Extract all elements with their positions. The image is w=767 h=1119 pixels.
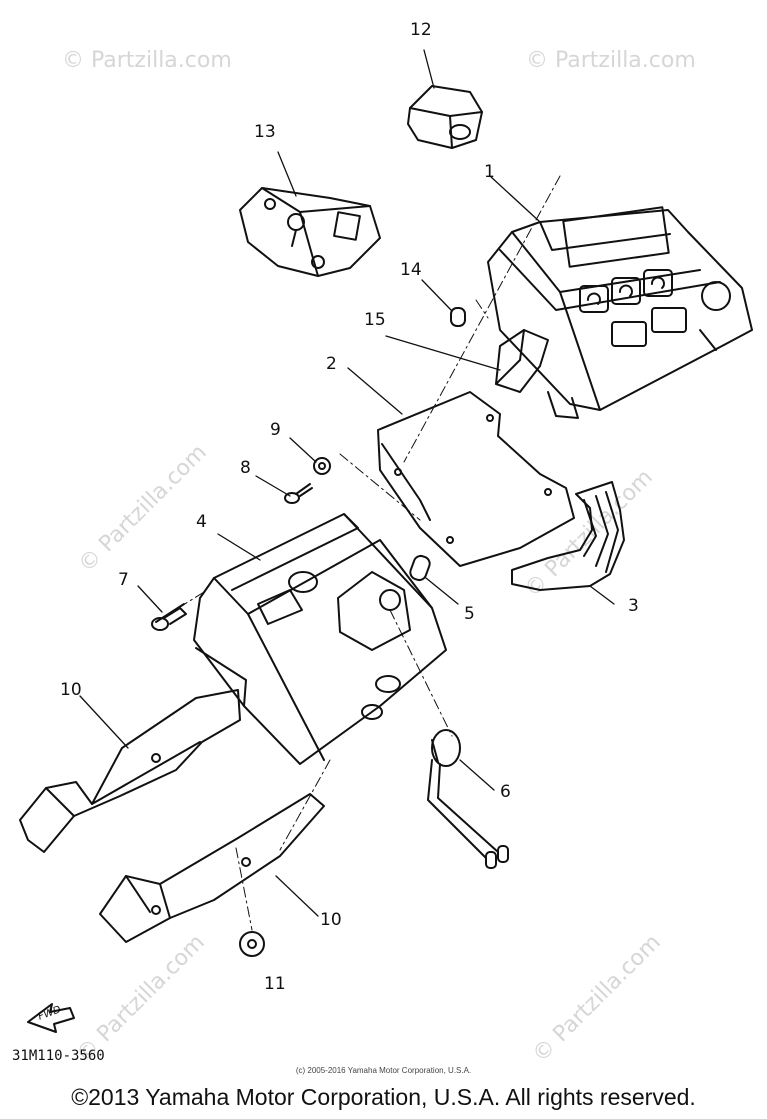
callout-14: 14 xyxy=(400,260,422,280)
part-13-switch xyxy=(239,187,381,277)
part-10-bracket-lower xyxy=(99,793,325,943)
callout-6: 6 xyxy=(500,782,511,802)
callout-15: 15 xyxy=(364,310,386,330)
small-copyright: (c) 2005-2016 Yamaha Motor Corporation, … xyxy=(295,1066,472,1075)
callout-7: 7 xyxy=(118,570,129,590)
part-7-screw xyxy=(151,603,187,631)
fwd-arrow-icon xyxy=(27,1003,75,1033)
part-10-bracket-upper xyxy=(19,689,241,853)
part-12-clamp xyxy=(407,85,483,149)
main-copyright: ©2013 Yamaha Motor Corporation, U.S.A. A… xyxy=(71,1084,696,1110)
callout-5: 5 xyxy=(464,604,475,624)
callout-1: 1 xyxy=(484,162,495,182)
part-14-bulb xyxy=(450,307,466,327)
callout-12: 12 xyxy=(410,20,432,40)
callout-4: 4 xyxy=(196,512,207,532)
callout-8: 8 xyxy=(240,458,251,478)
part-4-housing xyxy=(193,513,447,765)
callout-10-lower: 10 xyxy=(320,910,342,930)
watermark: © Partzilla.com xyxy=(526,48,696,73)
callout-2: 2 xyxy=(326,354,337,374)
part-11-nut xyxy=(239,931,265,957)
watermark: © Partzilla.com xyxy=(62,48,232,73)
callout-10-upper: 10 xyxy=(60,680,82,700)
part-5-bulb xyxy=(409,554,431,582)
callout-13: 13 xyxy=(254,122,276,142)
part-6-socket xyxy=(427,729,509,869)
part-15-grommet xyxy=(495,329,549,393)
alignment-lines xyxy=(171,175,561,931)
diagram-part-code: 31M110-3560 xyxy=(12,1048,105,1064)
part-9-nut xyxy=(313,457,331,475)
callout-9: 9 xyxy=(270,420,281,440)
leader-lines xyxy=(79,49,615,917)
part-1-indicator-unit xyxy=(487,206,753,419)
callout-3: 3 xyxy=(628,596,639,616)
part-8-screw xyxy=(284,483,313,504)
callout-11: 11 xyxy=(264,974,286,994)
part-3-ribbon-cable xyxy=(511,481,625,591)
part-2-bracket xyxy=(377,391,575,567)
